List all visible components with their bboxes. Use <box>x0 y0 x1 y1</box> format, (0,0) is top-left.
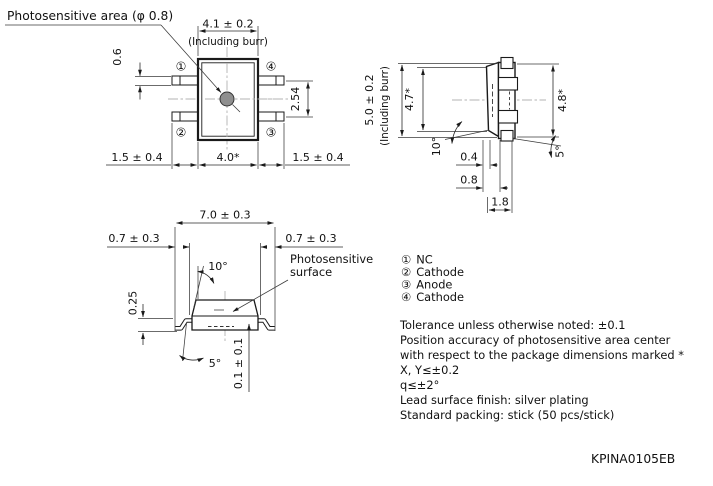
front-view: 7.0 ± 0.3 0.7 ± 0.3 0.7 ± 0.3 10° 0.25 5… <box>107 209 373 392</box>
front-view-leads <box>175 318 275 331</box>
front-angle-lead: 5° <box>209 357 222 370</box>
notes-block: Tolerance unless otherwise noted: ±0.1 P… <box>399 318 684 422</box>
side-angle-lead: 5° <box>554 145 567 158</box>
dim-height-overall: 5.0 ± 0.2 <box>363 74 376 125</box>
document-code: KPINA0105EB <box>591 452 675 466</box>
note-angle: q≤±2° <box>400 378 439 392</box>
dim-height-lead: 4.8* <box>556 89 569 112</box>
pin-2-marker: ② <box>176 126 187 140</box>
dim-step: 0.4 <box>460 151 478 164</box>
package-body-front <box>191 299 259 331</box>
pin-3-marker: ③ <box>266 126 277 140</box>
surface-label-line1: Photosensitive <box>290 252 373 266</box>
side-lead-bottom <box>497 109 519 124</box>
dim-width-top-note: (Including burr) <box>188 36 268 48</box>
dim-lead-right: 1.5 ± 0.4 <box>292 151 343 164</box>
dim-lead-thickness: 0.6 <box>111 48 124 66</box>
front-dim-lead-right: 0.7 ± 0.3 <box>285 232 336 245</box>
side-angle-draft: 10° <box>430 137 443 157</box>
side-lead-top <box>497 76 519 91</box>
dim-lead-pitch: 2.54 <box>289 87 302 112</box>
dim-width-overall: 7.0 ± 0.3 <box>199 209 250 222</box>
note-position-2: with respect to the package dimensions m… <box>400 348 684 362</box>
dim-lead-left: 1.5 ± 0.4 <box>111 151 162 164</box>
dim-body-width: 4.0* <box>217 151 240 164</box>
dim-width-top: 4.1 ± 0.2 <box>202 18 253 31</box>
dim-height-body: 4.7* <box>403 88 416 111</box>
front-angle-draft: 10° <box>208 260 228 273</box>
dim-standoff: 0.25 <box>127 291 140 316</box>
pin-1-marker: ① <box>176 60 187 74</box>
note-position-1: Position accuracy of photosensitive area… <box>400 333 671 347</box>
note-lead-finish: Lead surface finish: silver plating <box>400 393 589 407</box>
side-view: 5.0 ± 0.2 (Including burr) 4.7* 4.8* 10°… <box>363 56 569 213</box>
note-xy: X, Y≤±0.2 <box>400 363 459 377</box>
surface-label-line2: surface <box>290 265 332 279</box>
dim-thickness: 1.8 <box>491 196 509 209</box>
note-packing: Standard packing: stick (50 pcs/stick) <box>400 408 614 422</box>
note-tolerance: Tolerance unless otherwise noted: ±0.1 <box>399 318 625 332</box>
pin-4-marker: ④ <box>266 60 277 74</box>
dim-offset: 0.8 <box>460 174 478 187</box>
dim-height-overall-note: (Including burr) <box>379 66 391 146</box>
front-dim-lead-left: 0.7 ± 0.3 <box>108 232 159 245</box>
top-view: Photosensitive area (φ 0.8) 4.1 ± 0.2 (I… <box>5 9 350 169</box>
photosensitive-area-label: Photosensitive area (φ 0.8) <box>7 9 173 23</box>
dim-seating: 0.1 ± 0.1 <box>232 338 245 389</box>
photosensitive-area <box>219 91 235 107</box>
